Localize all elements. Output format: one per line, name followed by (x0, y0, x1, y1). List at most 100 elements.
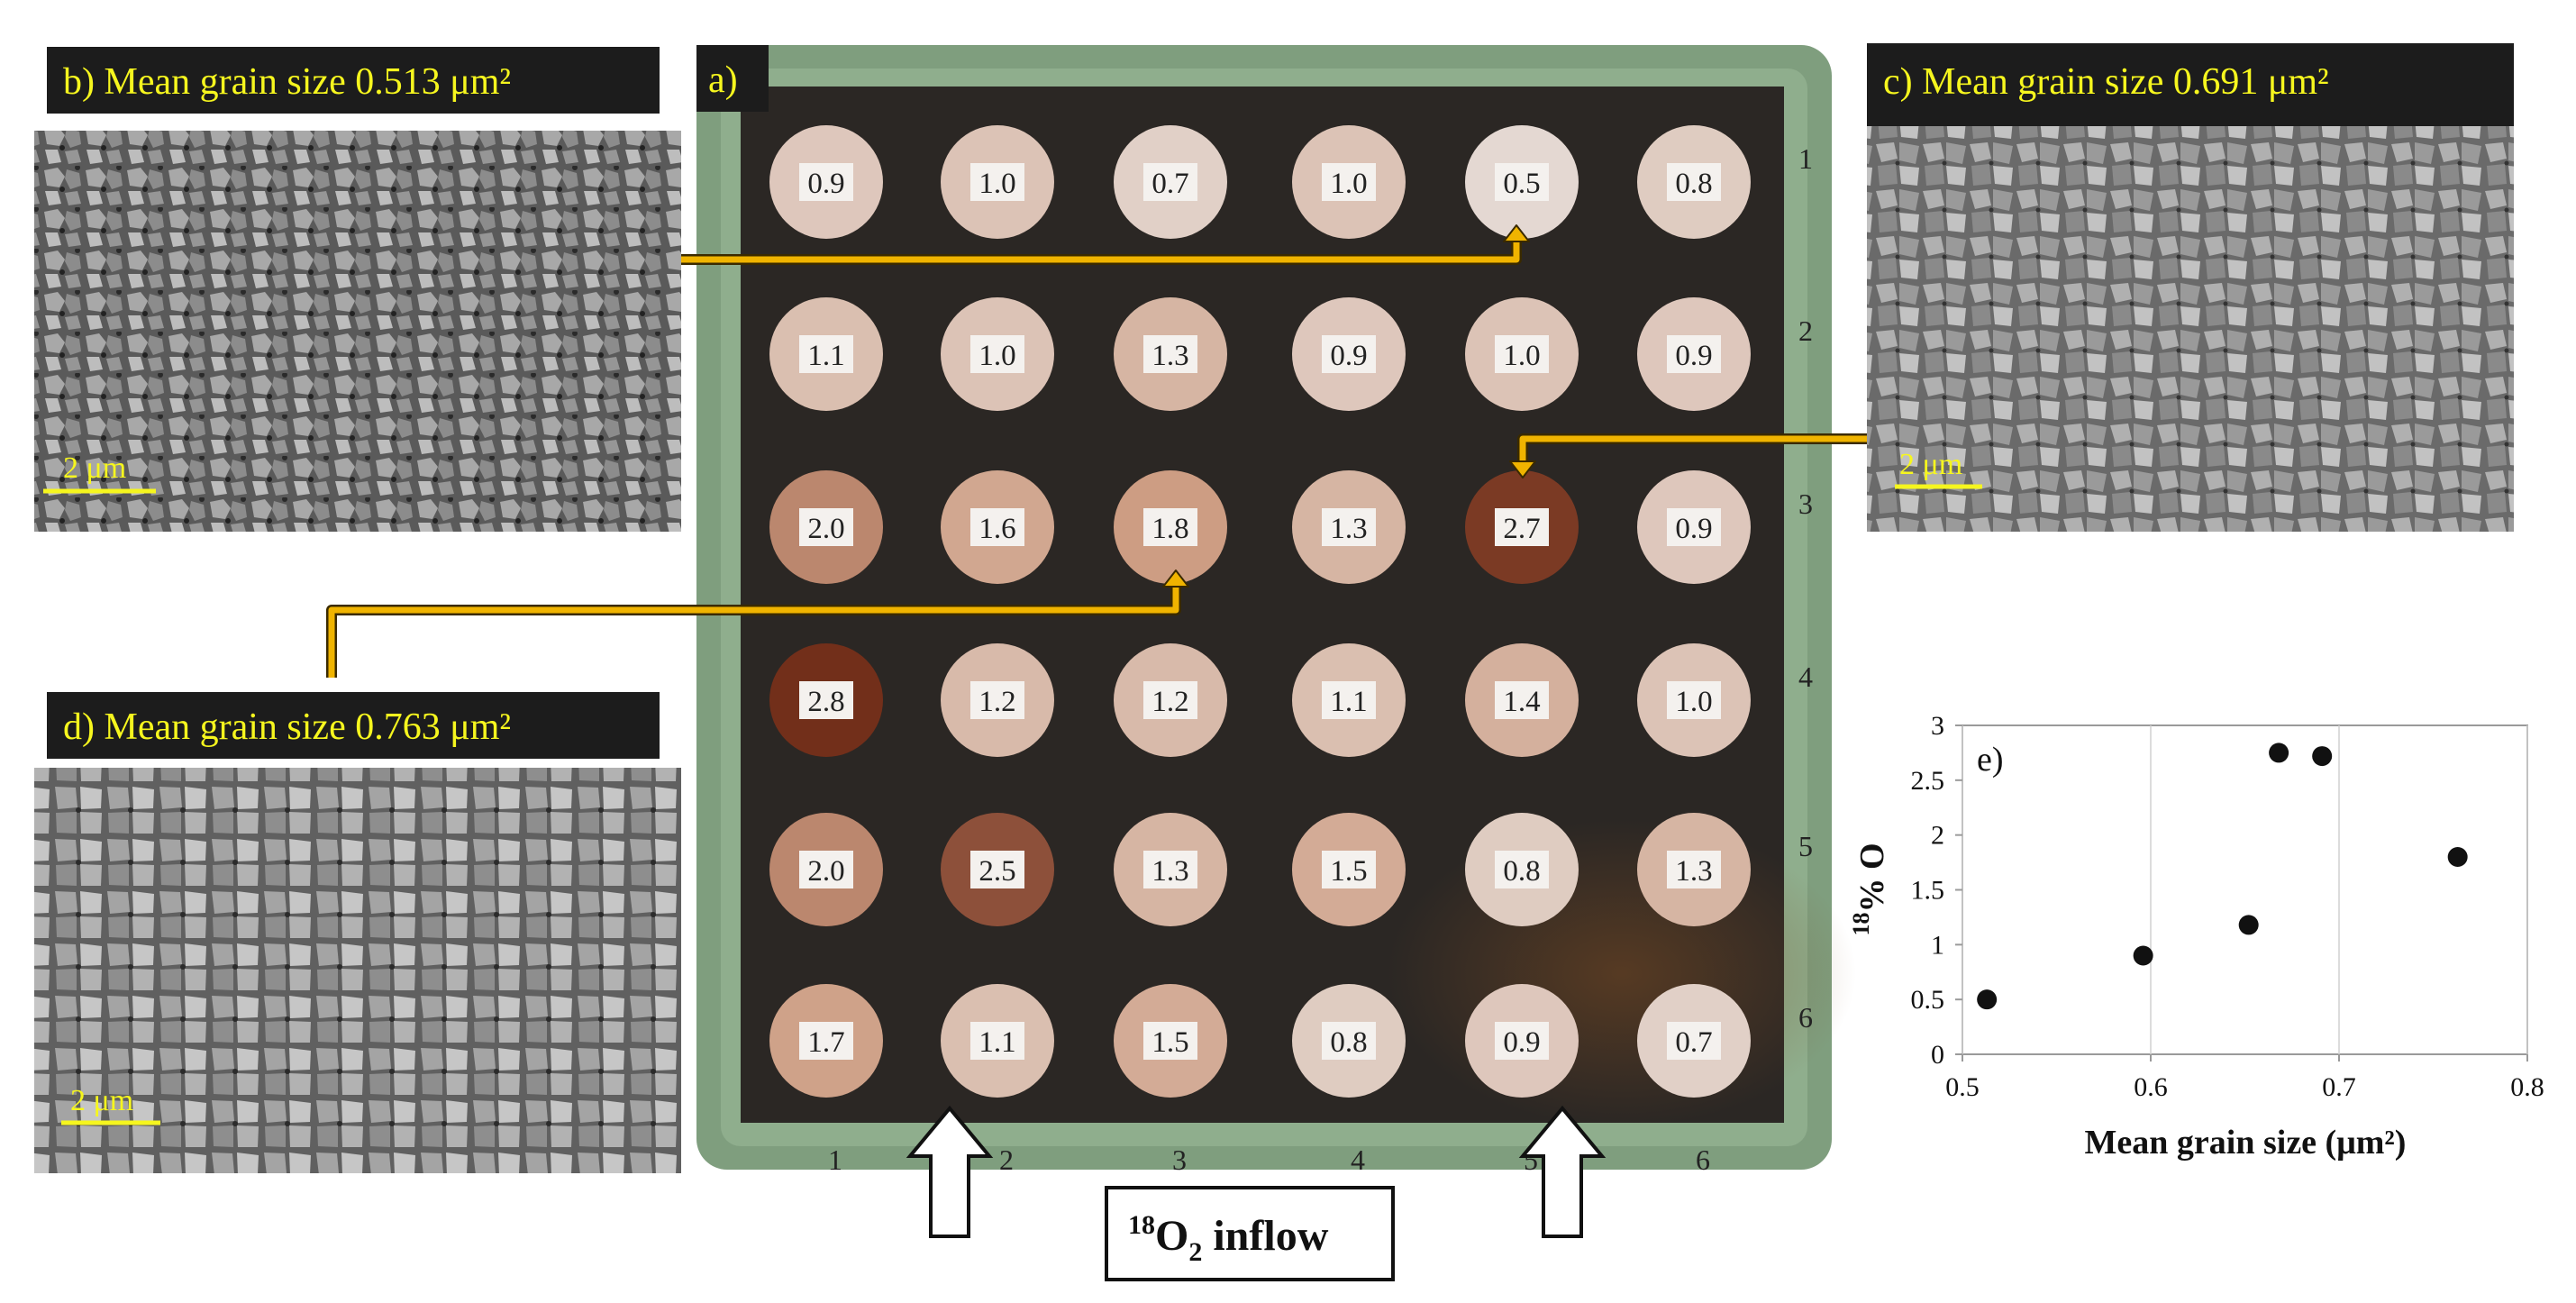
sem-image-c (1867, 126, 2514, 532)
connector-b-head (1503, 224, 1530, 242)
well-value: 1.0 (979, 340, 1015, 372)
well-value-box (1495, 681, 1549, 719)
well-value: 1.0 (979, 168, 1015, 200)
well-r5-c3: 1.3 (1114, 813, 1227, 926)
column-label: 3 (1172, 1144, 1187, 1176)
well-value-box (970, 163, 1024, 201)
well-r3-c5: 2.7 (1465, 470, 1579, 584)
well-value-box (1322, 681, 1376, 719)
plate: a) 0.9 1.0 0.7 1.0 0.5 0.8 1.1 1.0 1.3 0.9 1.0 0.9 2… (696, 45, 1856, 1176)
inflow: 18O2 inflow (906, 1105, 1607, 1281)
well-value-box (1495, 1022, 1549, 1060)
well-value: 1.1 (979, 1026, 1015, 1059)
well-value-box (1667, 163, 1721, 201)
well-r5-c4: 1.5 (1292, 813, 1406, 926)
well-value: 1.4 (1503, 686, 1540, 718)
well-value: 1.3 (1151, 855, 1188, 888)
chart-y-ticks: 00.511.522.53 (1911, 711, 1962, 1070)
well-r1-c4: 1.0 (1292, 125, 1406, 239)
column-label: 4 (1351, 1144, 1365, 1176)
well-r3-c1: 2.0 (769, 470, 883, 584)
well-value: 0.9 (807, 168, 844, 200)
well-r6-c5: 0.9 (1465, 984, 1579, 1098)
chart-plot-area (1962, 724, 2528, 1055)
well-value: 2.0 (807, 855, 844, 888)
well-r4-c1: 2.8 (769, 643, 883, 757)
well-r4-c6: 1.0 (1637, 643, 1751, 757)
well-value: 1.1 (1330, 686, 1367, 718)
well-value: 1.8 (1151, 513, 1188, 545)
well-r4-c5: 1.4 (1465, 643, 1579, 757)
y-tick-label: 1.5 (1911, 876, 1945, 906)
chart-x-axis-title: Mean grain size (μm²) (2085, 1124, 2407, 1162)
well-value: 0.7 (1675, 1026, 1712, 1059)
well-value-box (1143, 163, 1197, 201)
well-value: 0.9 (1675, 340, 1712, 372)
well-r1-c6: 0.8 (1637, 125, 1751, 239)
well-r4-c4: 1.1 (1292, 643, 1406, 757)
well-value-box (799, 508, 853, 546)
well-r1-c1: 0.9 (769, 125, 883, 239)
y-tick-label: 1 (1931, 930, 1944, 960)
well-value: 2.0 (807, 513, 844, 545)
data-point (2312, 746, 2333, 767)
connector-arrows (326, 224, 1867, 678)
well-value-box (1143, 1022, 1197, 1060)
well-r2-c4: 0.9 (1292, 297, 1406, 411)
y-tick-label: 0 (1931, 1040, 1944, 1070)
well-r2-c1: 1.1 (769, 297, 883, 411)
well-value: 0.9 (1330, 340, 1367, 372)
well-value-box (1667, 851, 1721, 888)
well-r3-c3: 1.8 (1114, 470, 1227, 584)
well-r6-c6: 0.7 (1637, 984, 1751, 1098)
data-point (2269, 743, 2289, 763)
scale-label-b: 2 μm (63, 451, 126, 485)
well-value-box (1322, 508, 1376, 546)
well-value: 1.0 (1675, 686, 1712, 718)
well-value-box (1495, 163, 1549, 201)
well-value-box (1667, 681, 1721, 719)
well-value-box (1143, 681, 1197, 719)
chart-panel-label: e) (1977, 741, 2004, 779)
column-label: 6 (1696, 1144, 1710, 1176)
well-r1-c2: 1.0 (941, 125, 1054, 239)
well-value: 2.5 (979, 855, 1015, 888)
y-tick-label: 2 (1931, 821, 1944, 851)
well-r3-c4: 1.3 (1292, 470, 1406, 584)
inflow-arrow-right (1518, 1105, 1607, 1238)
inflow-label: 18O2 inflow (1128, 1210, 1329, 1267)
panel-label-a: a) (708, 59, 738, 101)
y-tick-label: 2.5 (1911, 766, 1945, 796)
data-point (1977, 989, 1998, 1010)
x-tick-label: 0.5 (1945, 1072, 1980, 1102)
panel-label-a-box (696, 45, 769, 112)
well-value-box (970, 1022, 1024, 1060)
chart-y-axis-title: 18% O (1848, 843, 1891, 935)
row-label: 3 (1798, 487, 1813, 520)
sem-label-box-b (47, 47, 660, 114)
well-value: 0.7 (1151, 168, 1188, 200)
well-value: 1.2 (1151, 686, 1188, 718)
well-value-box (799, 335, 853, 373)
row-label: 5 (1798, 830, 1813, 862)
well-value: 2.7 (1503, 513, 1540, 545)
inflow-arrow-left (906, 1105, 994, 1238)
row-label: 6 (1798, 1001, 1813, 1034)
well-value-box (799, 681, 853, 719)
well-r3-c6: 0.9 (1637, 470, 1751, 584)
well-value: 1.2 (979, 686, 1015, 718)
row-label: 4 (1798, 661, 1813, 693)
well-value: 1.1 (807, 340, 844, 372)
well-value-box (799, 163, 853, 201)
well-value: 0.8 (1503, 855, 1540, 888)
scale-label-d: 2 μm (70, 1084, 133, 1117)
well-r6-c2: 1.1 (941, 984, 1054, 1098)
x-tick-label: 0.7 (2322, 1072, 2356, 1102)
well-r1-c5: 0.5 (1465, 125, 1579, 239)
well-value-box (1143, 851, 1197, 888)
well-value: 1.5 (1151, 1026, 1188, 1059)
well-value-box (970, 851, 1024, 888)
